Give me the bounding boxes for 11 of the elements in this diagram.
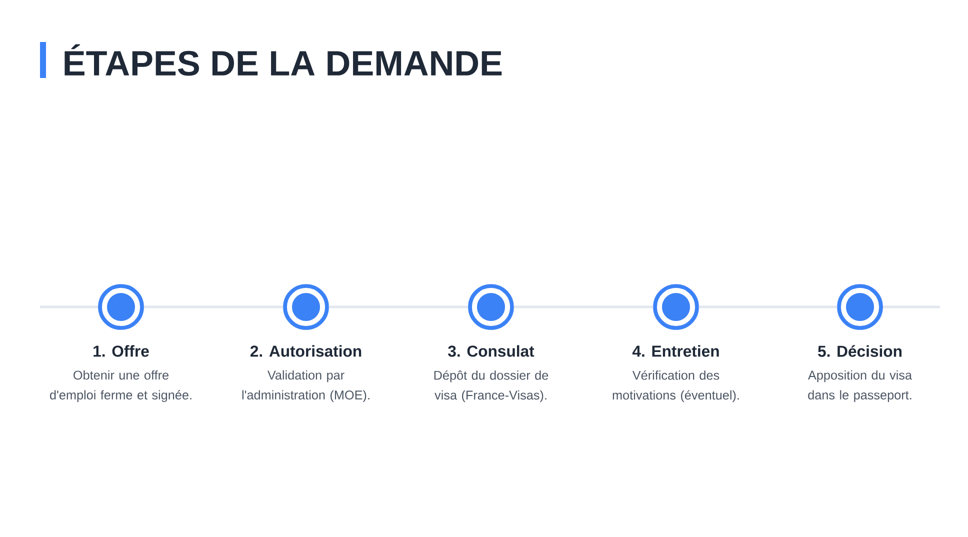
- node-label: 3. Consulat: [448, 345, 534, 357]
- node-label: 5. Décision: [818, 345, 902, 357]
- node-label: Apposition du visa dans le passeport.: [808, 370, 912, 402]
- title: ÉTAPES DE LA DEMANDE: [64, 44, 502, 76]
- node-label: 2. Autorisation: [250, 345, 362, 357]
- node-label: 4. Entretien: [632, 345, 719, 357]
- node-label: 1. Offre: [94, 345, 149, 357]
- node-label: Validation par l'administration (MOE).: [242, 370, 370, 402]
- node-label: Obtenir une offre d'emploi ferme et signée.: [50, 370, 192, 402]
- node-label: Vérification des motivations (éventuel).: [612, 370, 739, 402]
- node-label: Dépôt du dossier de visa (France-Visas).: [434, 370, 548, 402]
